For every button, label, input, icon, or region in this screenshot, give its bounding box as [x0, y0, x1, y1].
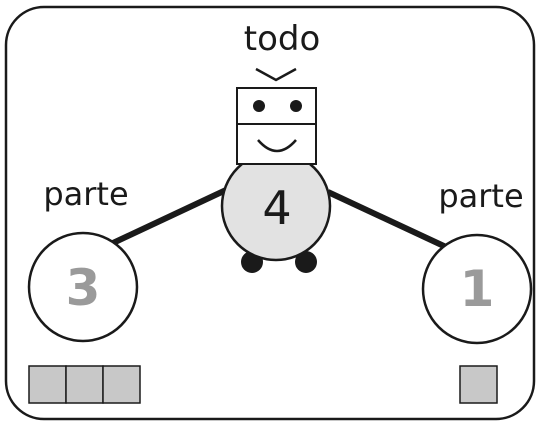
part-right-value: 1 [460, 260, 495, 318]
part-left-label: parte [43, 175, 128, 213]
part-right-circle [421, 233, 533, 345]
chevron-icon [255, 67, 297, 82]
part-right-blocks [459, 365, 498, 404]
whole-label: todo [244, 19, 321, 59]
connector-right [326, 189, 448, 250]
counting-block-left [28, 365, 67, 404]
wheel-right-icon [295, 251, 317, 273]
part-right-label: parte [438, 177, 523, 215]
whole-value: 4 [262, 181, 291, 235]
part-left-blocks [28, 365, 141, 404]
counting-block-left [102, 365, 141, 404]
part-left-value: 3 [66, 259, 101, 317]
counting-block-left [65, 365, 104, 404]
part-left-circle [27, 231, 139, 343]
connector-left [111, 187, 228, 246]
robot-head-icon [236, 87, 317, 165]
counting-block-right [459, 365, 498, 404]
